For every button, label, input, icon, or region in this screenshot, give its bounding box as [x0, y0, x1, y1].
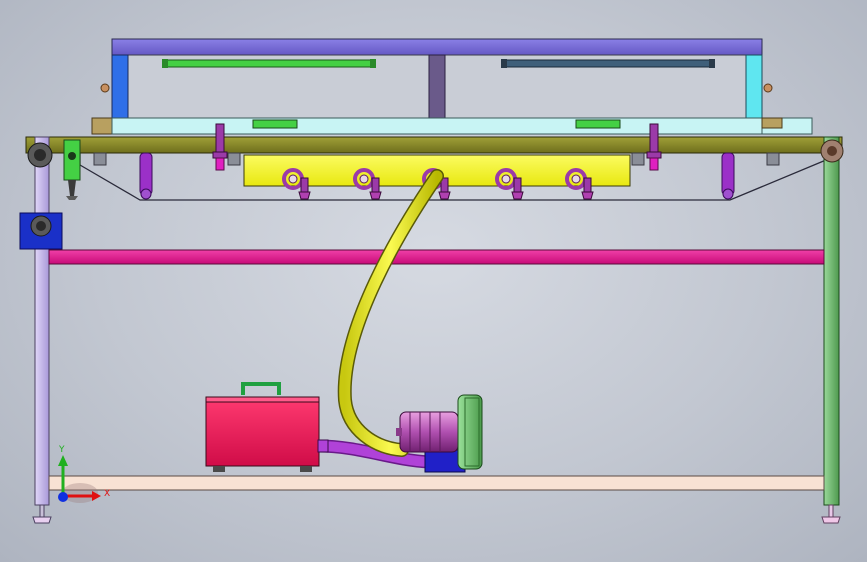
nozzle-clamp-n1: [282, 168, 311, 200]
right-foot-pad: [821, 516, 841, 524]
swing-links: [139, 152, 735, 200]
dark-lamp-end-right: [709, 59, 715, 68]
nozzle-clamp-n4: [495, 168, 524, 200]
top-frame: [100, 38, 773, 119]
right-foot-stem: [828, 504, 834, 518]
right-bolt: [763, 83, 773, 93]
green-lamp-end-right: [370, 59, 376, 68]
green-clip-left: [252, 119, 298, 129]
green-lamp-end-left: [162, 59, 168, 68]
pump-motor: [399, 411, 459, 453]
left-pulley-assembly: [19, 139, 81, 250]
nozzle-clamp-n2: [353, 168, 382, 200]
pump-fan-housing: [457, 394, 483, 470]
red-box-body: [205, 396, 320, 467]
nozzle-clamp-n5: [565, 168, 594, 200]
leveling-feet: [32, 504, 841, 524]
left-foot-pad: [32, 516, 52, 524]
bottom-rail: [48, 475, 825, 491]
cyan-plate: [111, 117, 763, 135]
coordinate-axis-triad: Y X: [58, 445, 110, 503]
magenta-middle-rail: [48, 249, 825, 265]
hanging-fittings: [212, 123, 662, 171]
left-leg: [34, 136, 50, 506]
khaki-block-left: [91, 117, 113, 135]
red-control-box: [205, 382, 329, 472]
y-axis-label: Y: [58, 445, 65, 455]
dark-lamp-end-left: [501, 59, 507, 68]
x-axis-label: X: [104, 489, 110, 499]
green-clip-right: [575, 119, 621, 129]
blower-pump: [396, 394, 483, 473]
left-foot-stem: [39, 504, 45, 518]
red-box-handle: [241, 382, 281, 395]
yellow-hose: [339, 170, 443, 456]
top-beam: [111, 38, 763, 56]
khaki-block-right: [761, 117, 783, 129]
hoses: [311, 169, 444, 469]
dark-lamp-tube: [504, 59, 712, 68]
right-pulley-assembly: [820, 139, 844, 163]
beam-blocks: [93, 152, 780, 166]
right-leg: [823, 136, 840, 506]
cyan-plate-assembly: [91, 117, 813, 135]
z-axis-dot: [58, 492, 68, 502]
hanging-fitting-left: [212, 123, 228, 171]
olive-cross-beam: [25, 136, 843, 154]
right-top-post: [745, 54, 763, 119]
left-bolt: [100, 83, 110, 93]
green-lamp-tube: [165, 59, 373, 68]
nozzle-row: [282, 168, 594, 200]
left-top-post: [111, 54, 129, 119]
center-post: [428, 54, 446, 119]
purple-hose: [313, 441, 435, 467]
hanging-fitting-right: [646, 123, 662, 171]
